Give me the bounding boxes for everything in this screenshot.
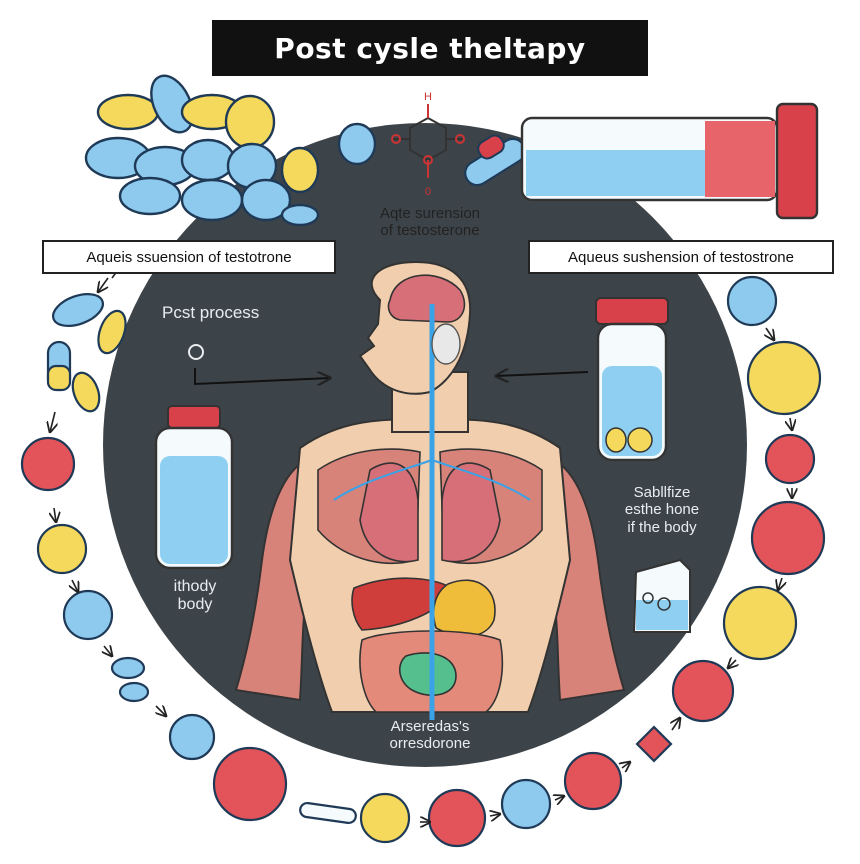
left-vial: [154, 405, 234, 570]
left-vial-line2: body: [177, 596, 213, 614]
process-marker-circle: [188, 344, 204, 360]
pill-blue: [337, 122, 377, 166]
right-vial-arrow: [496, 372, 589, 376]
center-top-line2: of testosterone: [380, 222, 480, 240]
right-label-box: Aqueus sushension of testostrone: [528, 240, 834, 274]
process-arrow: [194, 368, 330, 384]
bottom-label: Arseredas's orresdorone: [330, 718, 530, 753]
small-beaker: [632, 558, 691, 633]
post-process-label: Pcst process: [162, 303, 260, 322]
human-figure: [234, 260, 626, 720]
page-title: Post cysle theltapy: [212, 20, 648, 76]
molecule-atom-bottom: 0: [425, 186, 431, 198]
molecule-atom-top: H: [424, 91, 432, 103]
bottom-line1: Arseredas's: [390, 718, 470, 735]
center-top-line1: Aqte surension: [379, 205, 481, 222]
bottom-line2: orresdorone: [389, 735, 471, 753]
left-label-box: Aqueis ssuension of testotrone: [42, 240, 336, 274]
chain-arrows: [50, 277, 792, 822]
large-vial: [520, 102, 819, 220]
capsule-red-tip: [477, 134, 505, 160]
right-line1: Sabllfize: [633, 484, 691, 501]
left-pill-chain: [20, 293, 288, 822]
center-top-label: Aqte surension of testosterone: [330, 205, 530, 240]
right-line2: esthe hone: [624, 501, 700, 519]
pill-pile: [84, 74, 320, 227]
right-pill-chain: [671, 275, 826, 723]
right-vial: [595, 297, 669, 462]
left-vial-label: ithody body: [140, 578, 250, 615]
bottom-pill-chain: [299, 725, 673, 848]
molecule-diagram: [391, 104, 465, 178]
left-vial-line1: ithody: [173, 578, 217, 595]
right-line3: if the body: [627, 518, 697, 536]
right-side-label: Sabllfize esthe hone if the body: [592, 484, 732, 536]
